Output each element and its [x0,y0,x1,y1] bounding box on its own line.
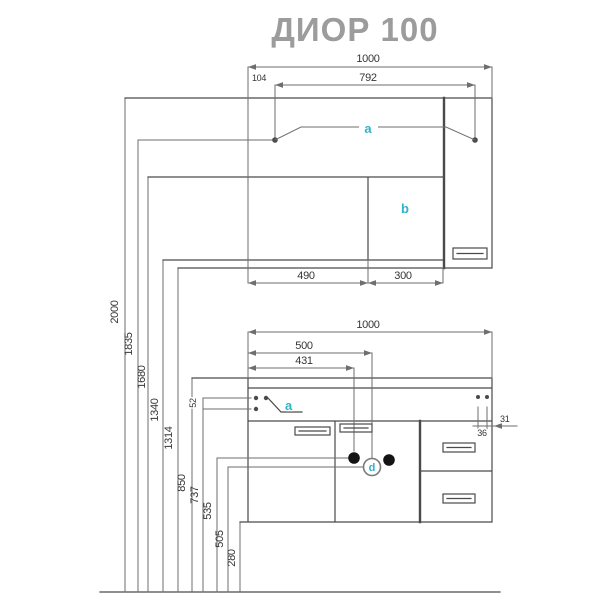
height-label-1314: 1314 [163,426,175,449]
dim-label-431: 431 [295,355,313,367]
height-label-1340: 1340 [149,398,161,421]
height-label-505: 505 [214,530,226,548]
upper-cabinet-view: a b 1000 104 792 490 300 [124,53,493,286]
dim-label-52: 52 [188,398,198,408]
lower-extension-lines [202,331,518,468]
dim-label-300: 300 [394,270,412,282]
upper-bracket-label: a [364,121,372,136]
dim-label-104: 104 [252,73,266,83]
height-label-535: 535 [202,502,214,520]
dim-label-792: 792 [359,72,377,84]
top-drawer-handle [442,442,476,453]
handle-outline [294,426,331,436]
water-point-right [383,454,395,466]
right-door-handle [339,423,373,433]
bracket-hook-line [267,397,303,413]
height-dimension-leaders: 2000 1835 1680 1340 1314 850 737 535 505… [109,97,241,593]
height-label-850: 850 [176,474,188,492]
height-label-1680: 1680 [136,365,148,388]
lower-bracket-symbol: a [253,395,303,415]
upper-extension-lines [137,66,493,284]
left-door-handle [294,426,331,436]
height-label-2000: 2000 [109,300,121,323]
pin-dot-left [476,395,480,399]
handle-outline [442,493,476,504]
lower-cabinet-view: a d 1000 500 431 [187,319,518,524]
height-leader-lines [124,97,241,593]
lower-bracket-label: a [285,398,293,413]
dim-label-500: 500 [295,340,313,352]
dim-label-lower-1000: 1000 [356,319,379,331]
bracket-hole-bottom [253,406,259,412]
handle-outline [442,442,476,453]
section-b-label: b [401,201,409,216]
bracket-hole-top [253,395,259,401]
handle-outline [452,247,488,260]
bottom-drawer-handle [442,493,476,504]
bracket-hole-top-2 [263,395,269,401]
water-point-left [348,452,360,464]
height-label-1835: 1835 [123,332,135,355]
drain-label: d [369,462,376,474]
mounting-pins [476,395,489,399]
height-label-737: 737 [189,486,201,504]
handle-outline [339,423,373,433]
dim-label-upper-1000: 1000 [356,53,379,65]
dim-label-31: 31 [500,414,510,424]
dim-label-490: 490 [297,270,315,282]
pin-dot-right [485,395,489,399]
drain-point-circle [362,457,382,477]
page-title: ДИОР 100 [271,11,438,48]
upper-cabinet-outline [124,97,493,269]
dim-label-36: 36 [477,428,487,438]
upper-cabinet-handle [452,247,488,260]
bracket-label-backdrop [359,119,378,132]
lower-cabinet-outline [191,377,493,523]
height-label-280: 280 [226,549,238,567]
